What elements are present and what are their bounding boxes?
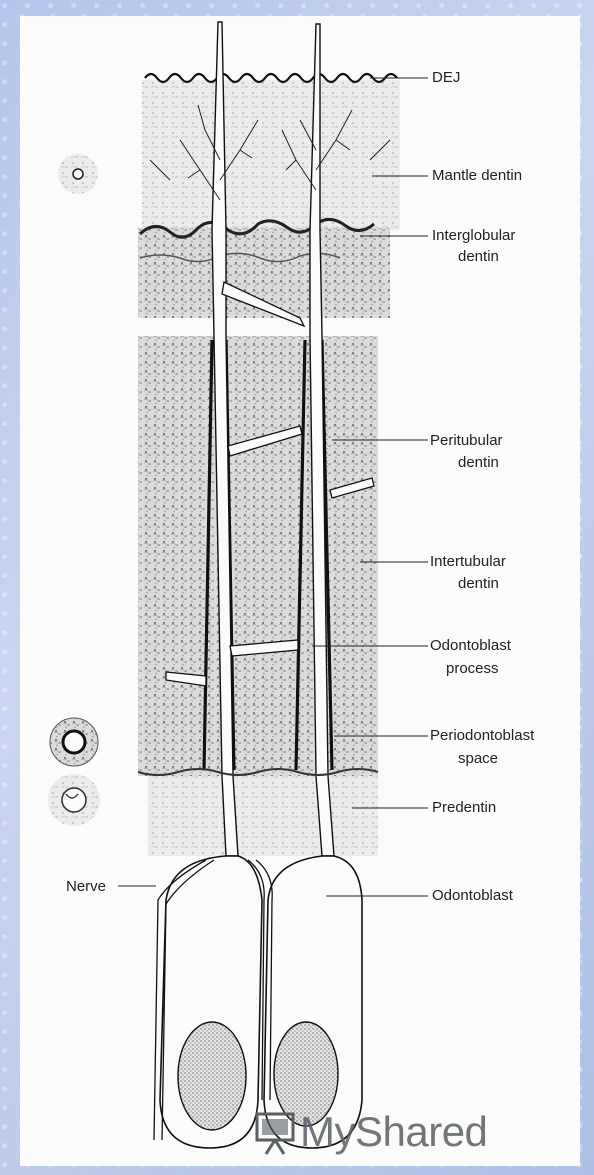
label-odontoblast-process-1: Odontoblast [430,635,511,656]
label-odontoblast-process-2: process [446,658,499,679]
intertubular-dentin-region [138,336,378,776]
presentation-board-icon [254,1110,296,1156]
cross-section-insets [48,154,100,826]
mantle-dentin-region [142,80,400,230]
label-intertubular-1: Intertubular [430,551,506,572]
label-intertubular-2: dentin [458,573,499,594]
label-peritubular-2: dentin [458,452,499,473]
label-interglobular-2: dentin [458,246,499,267]
label-peritubular-1: Peritubular [430,430,503,451]
label-dej: DEJ [432,67,460,88]
label-periodontoblast-2: space [458,748,498,769]
label-mantle-dentin: Mantle dentin [432,165,522,186]
nucleus-left [178,1022,246,1130]
label-nerve: Nerve [66,876,106,897]
label-odontoblast: Odontoblast [432,885,513,906]
label-predentin: Predentin [432,797,496,818]
label-periodontoblast-1: Periodontoblast [430,725,534,746]
predentin-region [148,776,378,856]
watermark-text: MyShared [300,1108,487,1156]
label-interglobular-1: Interglobular [432,225,515,246]
